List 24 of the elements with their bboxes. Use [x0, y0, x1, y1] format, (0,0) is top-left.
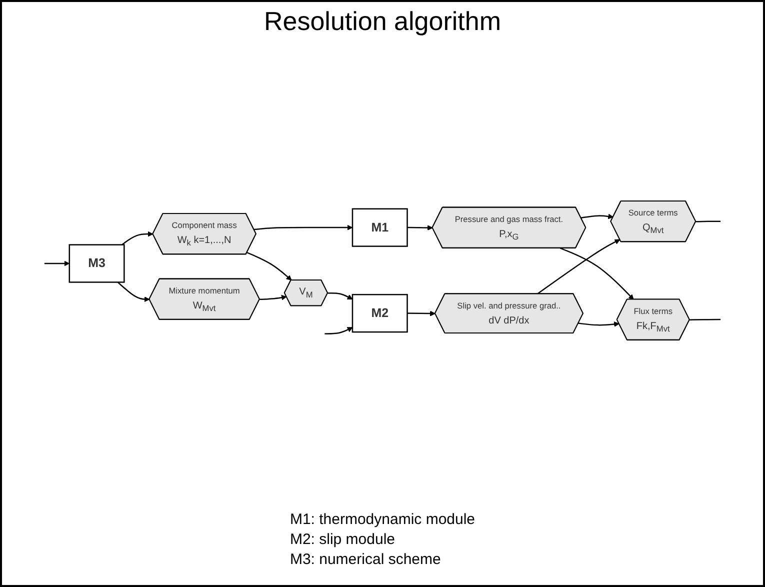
arrow: [122, 232, 154, 246]
node-box: [352, 294, 408, 334]
legend-note: M2: slip module: [290, 531, 396, 548]
arrow: [407, 225, 433, 231]
connector: [690, 319, 721, 321]
node-box: [68, 244, 125, 284]
arrow: [117, 282, 150, 302]
arrow: [407, 311, 436, 317]
legend-note: M3: numerical scheme: [290, 551, 442, 568]
legend-note: M1: thermodynamic module: [290, 511, 476, 528]
arrow: [260, 295, 287, 301]
arrow: [580, 214, 614, 220]
diagram-title: Resolution algorithm: [262, 6, 502, 37]
node-box: [352, 208, 408, 248]
arrow: [560, 248, 634, 300]
arrow: [328, 292, 353, 300]
connector: [696, 221, 721, 223]
arrow: [246, 252, 292, 281]
arrow: [44, 261, 70, 267]
arrow: [324, 328, 353, 335]
arrow: [254, 225, 353, 231]
arrow: [578, 322, 620, 328]
arrow: [536, 240, 620, 295]
flowchart: M3 Component mass W$_{k}$ k=1,...,N M1 Pressure and gas mass fract. P,x$_{G}$ V$_{M}$ M2 Slip vel. and pressure grad.. dV dP/dx Mixture momentum W$_{Mvt}$ Source terms Q$_{Mvt}$ Flux terms Fk,F$_{Mvt}$: [2, 196, 763, 349]
